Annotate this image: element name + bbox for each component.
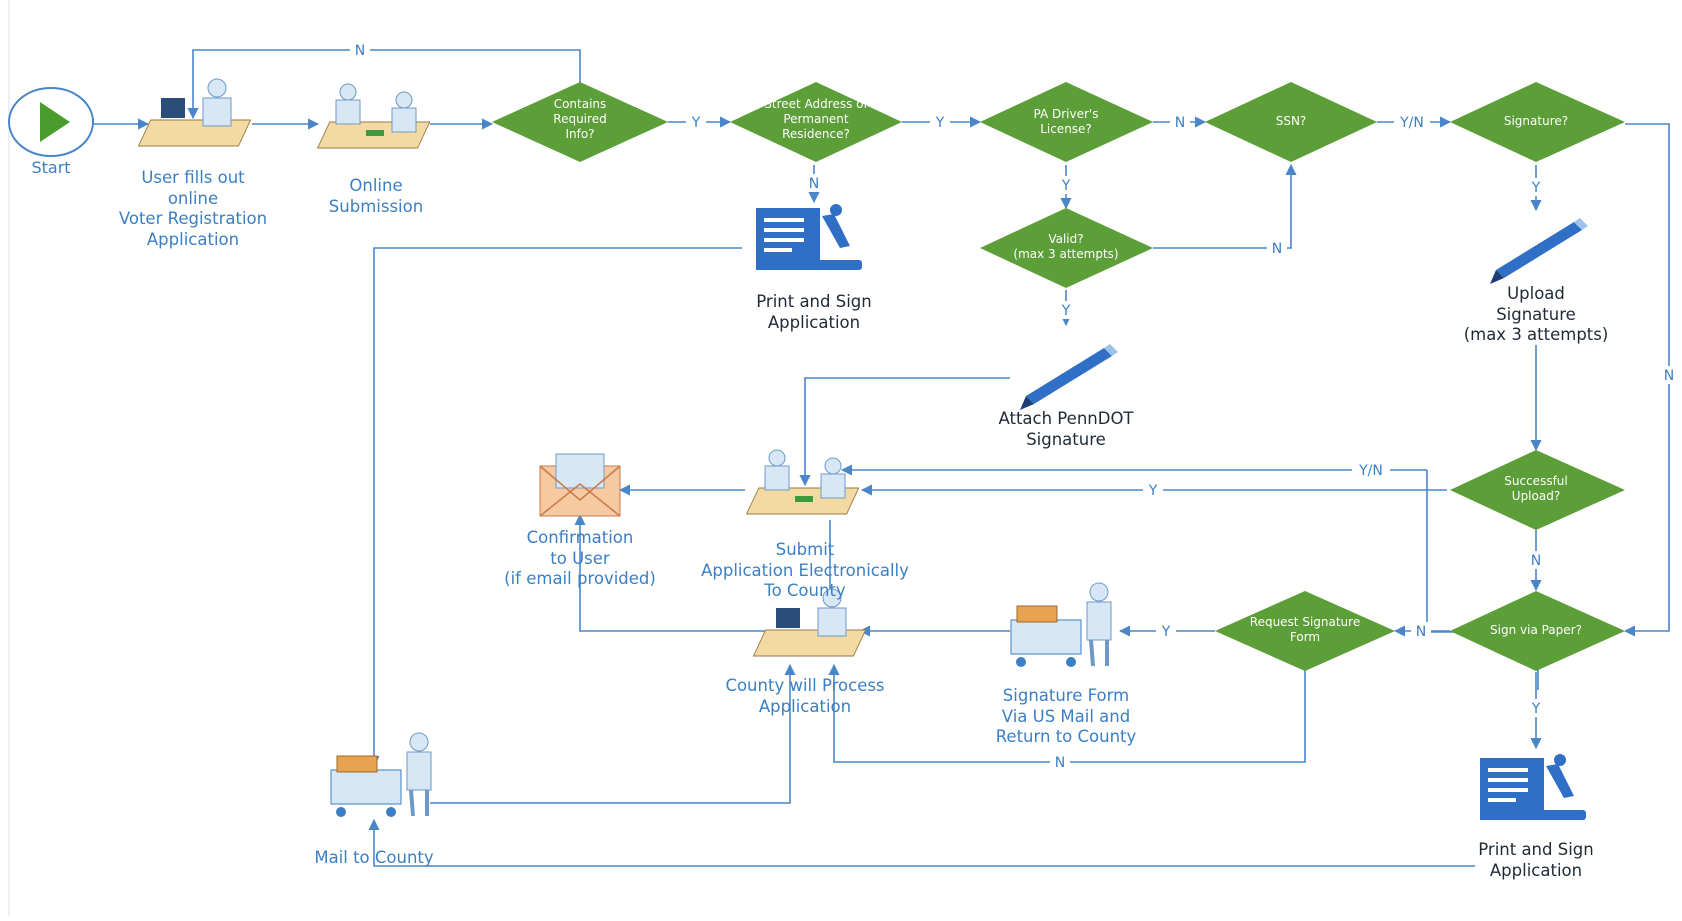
mail-to-county-label: Mail to County: [314, 848, 434, 867]
edge-label-y-valid: Y: [1061, 303, 1071, 319]
edge-contains-n-loop: [187, 49, 581, 120]
online-submission-icon: [317, 83, 431, 149]
edge-label-yn-upper: Y/N: [1358, 463, 1383, 479]
print-sign-icon: [756, 204, 862, 270]
decision-successful-upload[interactable]: [1450, 450, 1625, 530]
successful-upload-text: Successful Upload?: [1504, 474, 1568, 503]
edge-label-y-paper: Y: [1531, 701, 1541, 717]
edge-label-y-success: Y: [1148, 483, 1158, 499]
edge-label-n-request: N: [1055, 755, 1065, 771]
edge-label-n-right: N: [1664, 368, 1674, 384]
decision-signature[interactable]: [1450, 82, 1625, 162]
edge-labels: N Y Y N Y/N N Y Y N Y N Y/N Y N N Y Y N: [350, 41, 1679, 771]
ssn-text: SSN?: [1275, 114, 1307, 128]
start-node[interactable]: [8, 87, 94, 157]
attach-pen-icon: [1020, 344, 1118, 410]
play-icon: [40, 102, 70, 142]
submit-electronically-icon: [746, 449, 860, 515]
edge-success-yn-to-submit: [842, 470, 1539, 690]
edge-label-yn-sig: Y/N: [1399, 115, 1424, 131]
signature-form-mail-icon: [1009, 581, 1113, 669]
user-fills-label: User fills out online Voter Registration…: [118, 168, 268, 249]
sign-via-paper-text: Sign via Paper?: [1490, 623, 1582, 637]
edge-label-n-paper: N: [1416, 624, 1426, 640]
mail-to-county-icon: [329, 731, 433, 819]
edge-label-n-valid: N: [1272, 241, 1282, 257]
contains-required-text: Contains Required Info?: [553, 97, 607, 141]
decision-request-signature[interactable]: [1215, 591, 1395, 671]
print-sign-1-label: Print and Sign Application: [756, 292, 872, 332]
edge-county-to-confirm: [574, 513, 765, 632]
pa-license-text: PA Driver's License?: [1033, 107, 1099, 136]
request-signature-text: Request Signature Form: [1249, 615, 1361, 644]
decision-street-address[interactable]: [730, 82, 902, 162]
edge-label-y-sig: Y: [1531, 180, 1541, 196]
edge-print2-to-mail: [368, 818, 1475, 867]
print-sign-2-label: Print and Sign Application: [1478, 840, 1594, 880]
valid-text: Valid? (max 3 attempts): [1013, 232, 1119, 261]
edge-label-y1: Y: [691, 115, 701, 131]
online-submission-label: Online Submission: [328, 176, 424, 216]
edge-label-n-top: N: [355, 43, 365, 59]
decision-pa-license[interactable]: [980, 82, 1153, 162]
upload-signature-label: Upload Signature (max 3 attempts): [1463, 284, 1609, 345]
start-label: Start: [31, 158, 71, 177]
edge-label-y-request: Y: [1161, 624, 1171, 640]
decision-contains-required[interactable]: [0, 0, 668, 162]
signature-form-mail-label: Signature Form Via US Mail and Return to…: [995, 686, 1137, 747]
edge-label-y2: Y: [935, 115, 945, 131]
edge-valid-n-to-ssn: [1153, 163, 1297, 249]
county-process-label: County will Process Application: [725, 676, 885, 716]
street-address-text: Street Address of Permanent Residence?: [764, 97, 868, 141]
attach-penndot-label: Attach PennDOT Signature: [998, 409, 1134, 449]
confirmation-label: Confirmation to User (if email provided): [504, 528, 656, 589]
edge-label-n-ssn: N: [1175, 115, 1185, 131]
decision-ssn[interactable]: [1205, 82, 1377, 162]
decision-sign-via-paper[interactable]: [1450, 591, 1625, 671]
edge-label-n-street: N: [809, 176, 819, 192]
signature-text: Signature?: [1503, 114, 1569, 128]
edge-label-n-success: N: [1531, 553, 1541, 569]
edge-label-y-license: Y: [1061, 178, 1071, 194]
upload-pen-icon: [1490, 218, 1588, 284]
user-computer-icon: [137, 78, 252, 147]
decision-valid[interactable]: [980, 208, 1153, 288]
submit-electronically-label: Submit Application Electronically To Cou…: [701, 540, 909, 601]
edge-attach-to-submit: [799, 377, 1010, 487]
edge-mail-to-county: [430, 663, 796, 804]
edge-print-to-mail: [368, 247, 742, 768]
confirmation-envelope-icon: [539, 453, 621, 517]
print-sign-2-icon: [1480, 754, 1586, 820]
